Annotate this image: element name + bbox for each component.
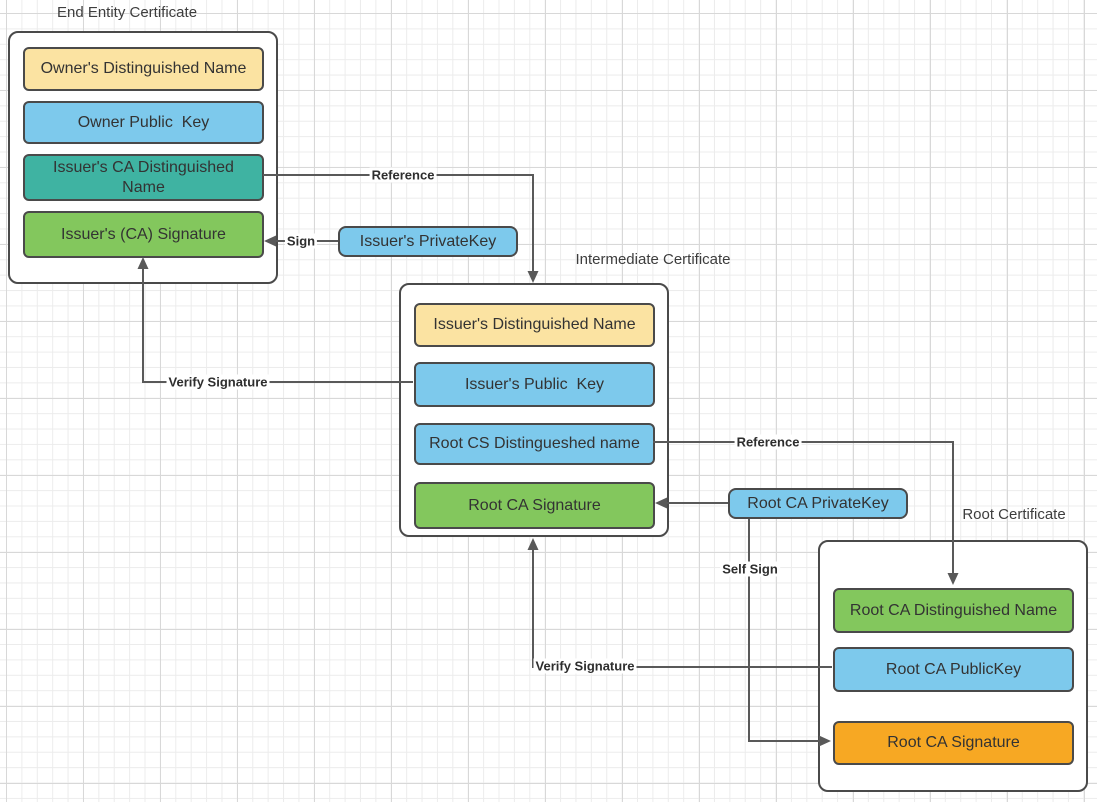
edge-label-reference-bottom: Reference [734, 434, 802, 450]
field-root-ca-distinguished-name: Root CA Distinguished Name [833, 588, 1074, 633]
field-root-ca-signature-root: Root CA Signature [833, 721, 1074, 765]
field-owner-public-key: Owner Public Key [23, 101, 264, 144]
edge-label-sign: Sign [284, 233, 318, 249]
root-certificate-title: Root Certificate [962, 506, 1066, 523]
field-issuers-ca-signature: Issuer's (CA) Signature [23, 211, 264, 258]
end-entity-certificate-container: Owner's Distinguished Name Owner Public … [8, 31, 278, 284]
field-root-ca-publickey: Root CA PublicKey [833, 647, 1074, 692]
key-root-ca-privatekey: Root CA PrivateKey [728, 488, 908, 519]
field-root-ca-signature-intermediate: Root CA Signature [414, 482, 655, 529]
field-root-cs-distinguished-name: Root CS Distingueshed name [414, 423, 655, 465]
field-issuers-ca-distinguished-name: Issuer's CA Distinguished Name [23, 154, 264, 201]
edge-label-verify-signature-bottom: Verify Signature [533, 658, 637, 674]
edge-label-reference-top: Reference [369, 167, 437, 183]
key-issuers-privatekey: Issuer's PrivateKey [338, 226, 518, 257]
edge-label-verify-signature-left: Verify Signature [166, 374, 270, 390]
end-entity-certificate-title: End Entity Certificate [56, 4, 198, 21]
edge-label-self-sign: Self Sign [720, 561, 780, 577]
connector-verify-signature-bottom [527, 538, 832, 668]
field-owners-distinguished-name: Owner's Distinguished Name [23, 47, 264, 91]
intermediate-certificate-container: Issuer's Distinguished Name Issuer's Pub… [399, 283, 669, 537]
intermediate-certificate-title: Intermediate Certificate [575, 251, 731, 268]
field-issuers-public-key: Issuer's Public Key [414, 362, 655, 407]
root-certificate-container: Root CA Distinguished Name Root CA Publi… [818, 540, 1088, 792]
field-issuers-distinguished-name: Issuer's Distinguished Name [414, 303, 655, 347]
